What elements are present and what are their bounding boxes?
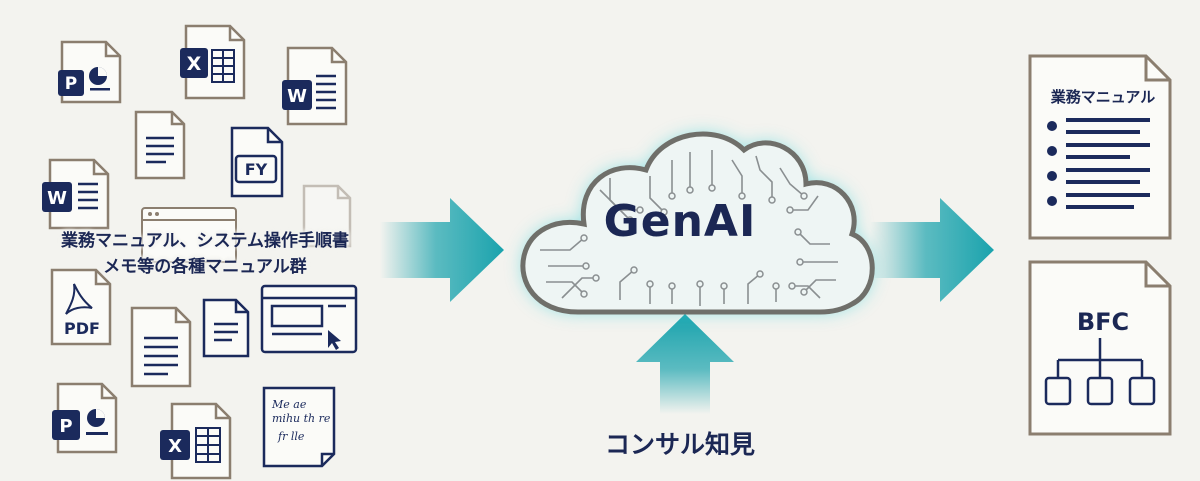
pdf-file-icon [302,184,352,248]
docx-file-icon: W [282,46,348,126]
input-arrow [380,198,504,302]
genai-label: GenAI [603,196,757,247]
pptx-letter: P [59,416,72,437]
flowchart-icon [1044,338,1156,406]
memo-line-3: fr lle [277,430,305,443]
memo-line-1: Me ae [271,398,307,411]
docx-letter: W [47,188,67,209]
xlsx-letter: X [168,436,182,457]
genai-cloud [520,131,875,315]
xlsx-file-icon: X [160,402,232,480]
docx-letter: W [287,86,307,107]
circuit-traces [540,150,838,306]
browser-window-icon [260,284,358,354]
output-manual-title: 業務マニュアル [1050,88,1156,106]
output-arrow [870,198,994,302]
docx-file-icon: W [42,158,110,230]
fy-file-icon: FY [230,126,284,198]
browser-window-icon [141,207,237,263]
cursor-icon [328,330,341,350]
source-caption-line-2: メモ等の各種マニュアル群 [103,257,307,277]
pptx-letter: P [65,74,77,94]
handwritten-memo-icon: Me ae mihu th re fr lle [262,386,336,468]
memo-line-2: mihu th re [272,412,331,425]
bfc-output-document [1028,260,1172,436]
pptx-file-icon: P [58,40,122,104]
business-manual-output [1028,54,1172,240]
text-document-icon [202,298,250,358]
consulting-knowledge-label: コンサル知見 [604,430,755,459]
xlsx-letter: X [187,53,202,75]
text-document-icon [130,306,192,388]
fy-label: FY [245,160,268,179]
source-manuals-caption: 業務マニュアル、システム操作手順書 メモ等の各種マニュアル群 [40,228,370,280]
xlsx-file-icon: X [180,24,246,100]
consulting-input-arrow [636,314,734,414]
output-bfc-title: BFC [1076,308,1130,336]
pdf-label: PDF [64,319,100,338]
text-document-icon [134,110,186,180]
pdf-file-icon: PDF [50,268,112,346]
source-caption-line-1: 業務マニュアル、システム操作手順書 [61,231,349,251]
pptx-file-icon: P [52,382,118,454]
